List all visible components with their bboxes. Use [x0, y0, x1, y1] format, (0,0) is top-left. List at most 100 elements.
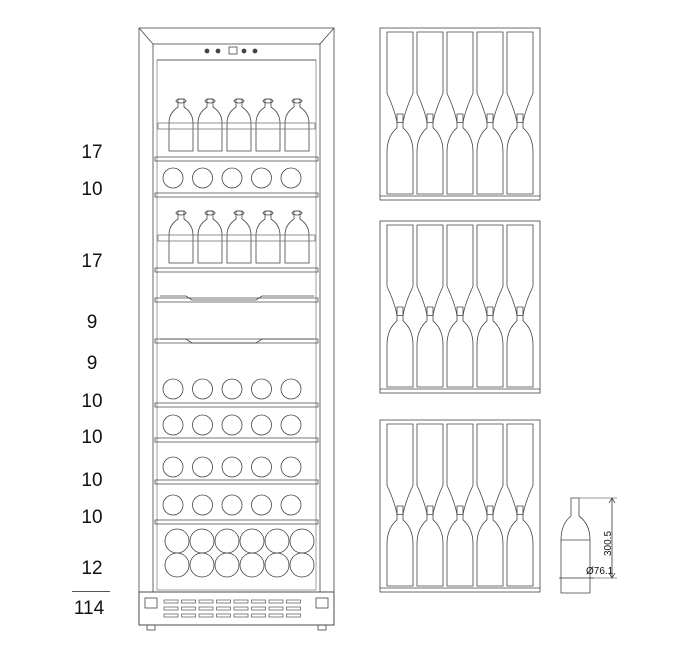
bottle-side-lower [416, 113, 444, 195]
shelf-count-3: 17 [81, 251, 103, 272]
bottle-base [192, 456, 213, 478]
grille-slot [216, 599, 231, 604]
shelf-rail [154, 156, 319, 162]
bottle-base [239, 528, 265, 554]
shelf-count-1: 17 [81, 142, 103, 163]
bottle-base [162, 167, 184, 189]
grille-slot [198, 613, 214, 618]
grille-slot [181, 599, 196, 604]
bottle-side-lower [386, 113, 414, 195]
bottle-base [221, 456, 243, 478]
bottle-base [162, 456, 184, 478]
bottle-side-lower [506, 505, 534, 587]
bottle-base [251, 167, 272, 189]
bottle-base [264, 552, 290, 578]
bottle-side-upper [386, 31, 414, 123]
bottle-base [162, 414, 184, 436]
bottle-side-lower [476, 113, 504, 195]
bottle-base [289, 552, 315, 578]
shelf-rails [154, 156, 319, 525]
bottle-base [239, 552, 265, 578]
bottle-base [280, 167, 302, 189]
grille-slot [268, 613, 284, 618]
drawer-front [160, 295, 314, 301]
shelf-rail [154, 437, 319, 443]
bottle-side-upper [446, 224, 474, 316]
bottle-side-lower [416, 505, 444, 587]
bottle-side-lower [446, 306, 474, 388]
grille-slot [286, 606, 301, 611]
bottle-base [164, 528, 190, 554]
bottle-base [251, 378, 272, 400]
shelf-rail [154, 479, 319, 485]
shelf-count-7: 10 [81, 427, 103, 448]
bottle-base [280, 378, 302, 400]
bottle-side-lower [386, 505, 414, 587]
bottle-base [280, 414, 302, 436]
rack-side-view-1 [379, 27, 541, 201]
grille-slot [163, 613, 179, 618]
grille-slot [268, 606, 284, 611]
bottle-base [251, 414, 272, 436]
bottle-base [221, 378, 243, 400]
bottle-base [221, 414, 243, 436]
bottle-base [214, 528, 240, 554]
bottle-base [189, 552, 215, 578]
bottle-side-upper [416, 31, 444, 123]
total-capacity: 114 [73, 598, 105, 619]
bottle-upright [168, 210, 194, 264]
bottle-side-upper [506, 423, 534, 515]
grille-slot [216, 613, 231, 618]
bottle-side-upper [476, 423, 504, 515]
bottle-side-upper [386, 224, 414, 316]
grille-slot [198, 606, 214, 611]
bottle-side-upper [506, 224, 534, 316]
bottle-side-lower [506, 306, 534, 388]
bottle-upright [197, 98, 223, 152]
bottle-upright [255, 210, 281, 264]
bottle-upright [284, 98, 310, 152]
grille-slot [286, 599, 301, 604]
bottle-base [214, 552, 240, 578]
shelf-rail [154, 402, 319, 408]
bottle-base [162, 378, 184, 400]
bottle-upright [284, 210, 310, 264]
bottle-side-upper [446, 423, 474, 515]
bottle-dimension-drawing [559, 497, 617, 594]
shelf-rail [154, 192, 319, 198]
rack-side-view-3 [379, 419, 541, 593]
bottle-upright [197, 210, 223, 264]
grille-slot [251, 606, 266, 611]
bottle-base [264, 528, 290, 554]
bottle-base [192, 414, 213, 436]
bottle-side-lower [476, 306, 504, 388]
control-panel [157, 46, 316, 61]
base-grille [138, 591, 335, 631]
shelf-count-4: 9 [86, 312, 98, 333]
bottle-upright [226, 98, 252, 152]
bottle-side-lower [446, 113, 474, 195]
bottle-base [189, 528, 215, 554]
rack-side-view-2 [379, 220, 541, 394]
grille-slot [181, 613, 196, 618]
bottle-side-upper [506, 31, 534, 123]
bottle-base [251, 456, 272, 478]
grille-slot [216, 606, 231, 611]
bottle-base [164, 552, 190, 578]
bottle-side-lower [416, 306, 444, 388]
grille-slot [233, 613, 249, 618]
bottle-base [280, 456, 302, 478]
bottle-base [192, 494, 213, 516]
shelf-count-5: 9 [86, 353, 98, 374]
bottle-base [289, 528, 315, 554]
grille-slot [233, 599, 249, 604]
drawer-front [160, 338, 314, 344]
bottle-side-upper [476, 224, 504, 316]
bottle-upright [255, 98, 281, 152]
shelf-count-2: 10 [81, 179, 103, 200]
bottle-side-lower [506, 113, 534, 195]
grille-slot [251, 599, 266, 604]
bottle-side-lower [446, 505, 474, 587]
bottle-side-upper [416, 224, 444, 316]
